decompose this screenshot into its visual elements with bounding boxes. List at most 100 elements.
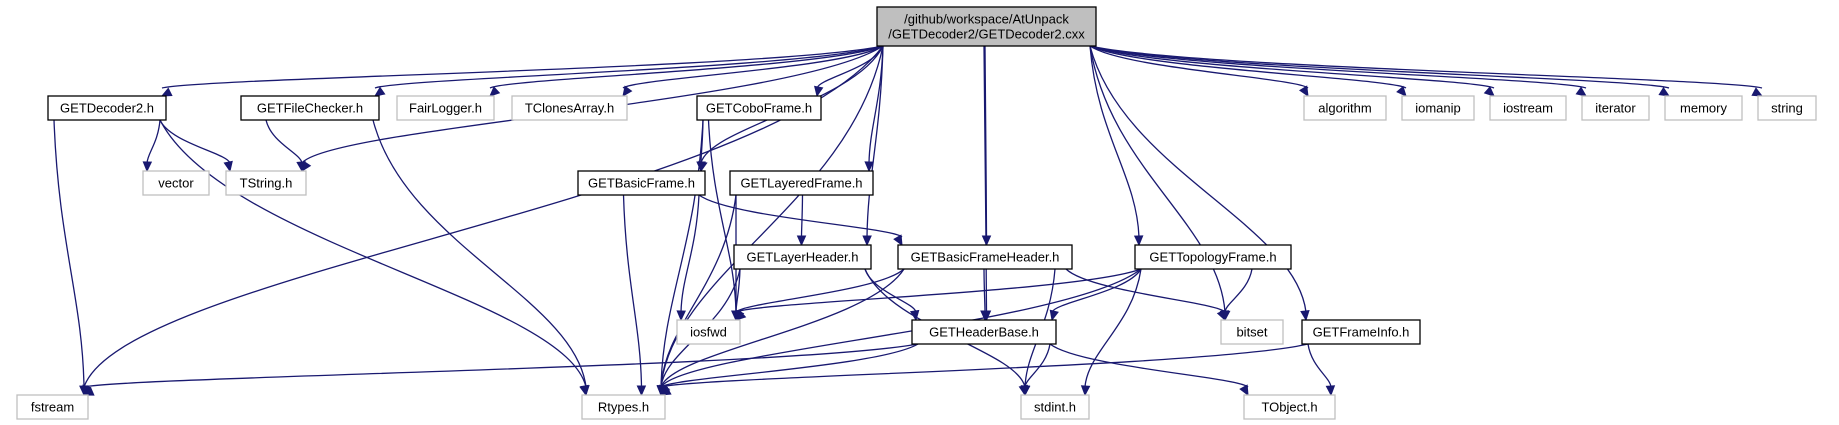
edge-root-to-FairLogger [489,45,884,97]
node-iostream: iostream [1489,95,1567,121]
arrowhead-icon [373,86,386,97]
arrowhead-icon [1751,87,1764,97]
edge-GETLayeredFrame-to-GETLayerHeader [796,194,807,247]
arrowhead-icon [735,310,747,321]
arrowhead-icon [79,385,89,397]
arrowhead-icon [82,386,95,396]
arrowhead-icon [1020,385,1031,397]
node-label: GETCoboFrame.h [706,101,812,116]
node-label: GETTopologyFrame.h [1149,250,1276,265]
edge-GETHeaderBase-to-stdint [1020,343,1051,397]
node-root[interactable]: /github/workspace/AtUnpack/GETDecoder2/G… [876,6,1097,47]
node-box [1134,244,1292,270]
node-box [1401,95,1475,121]
node-box [1581,95,1650,121]
node-box [897,244,1073,270]
arrowhead-icon [1575,86,1587,97]
node-label: string [1771,101,1803,116]
node-GETDecoder2[interactable]: GETDecoder2.h [47,95,167,121]
node-GETLayerHeader[interactable]: GETLayerHeader.h [733,244,872,270]
node-label: iterator [1595,101,1636,116]
edge-root-to-iterator [1089,45,1587,97]
node-box [729,170,874,196]
node-GETTopologyFrame[interactable]: GETTopologyFrame.h [1134,244,1292,270]
edge-root-to-GETFrameInfo [1089,45,1310,322]
node-vector: vector [142,170,210,196]
node-GETBasicFrameHeader[interactable]: GETBasicFrameHeader.h [897,244,1073,270]
node-box [733,244,872,270]
edge-GETDecoder2-to-vector [142,119,161,173]
node-label: stdint.h [1034,400,1076,415]
node-GETBasicFrame[interactable]: GETBasicFrame.h [577,170,706,196]
node-GETLayeredFrame[interactable]: GETLayeredFrame.h [729,170,874,196]
node-box [696,95,822,121]
arrowhead-icon [1396,85,1407,97]
node-string: string [1757,95,1817,121]
node-TObject: TObject.h [1243,394,1336,420]
edge-root-to-bitset [1089,45,1230,322]
node-box [240,95,380,121]
node-label: iostream [1503,101,1553,116]
edge-GETDecoder2-to-fstream [53,119,89,397]
edge-GETFrameInfo-to-Rtypes [659,343,1309,396]
node-Rtypes: Rtypes.h [581,394,666,420]
node-GETCoboFrame[interactable]: GETCoboFrame.h [696,95,822,121]
node-label: algorithm [1318,101,1371,116]
node-algorithm: algorithm [1303,95,1387,121]
edges-layer [53,45,1764,397]
node-GETFrameInfo[interactable]: GETFrameInfo.h [1301,319,1421,345]
edge-GETFileChecker-to-TString [265,119,306,173]
node-box [876,6,1097,47]
node-label: vector [158,176,194,191]
node-box [1757,95,1817,121]
node-label: TClonesArray.h [525,101,614,116]
node-TClonesArray: TClonesArray.h [511,95,628,121]
node-iosfwd: iosfwd [676,319,741,345]
node-label: TString.h [240,176,293,191]
node-box [225,170,307,196]
node-box [511,95,628,121]
node-box [581,394,666,420]
arrowhead-icon [160,87,173,97]
node-stdint: stdint.h [1020,394,1090,420]
arrowhead-icon [296,161,306,173]
edge-GETTopologyFrame-to-bitset [1220,268,1253,322]
arrowhead-icon [622,85,633,97]
edge-GETDecoder2-to-Rtypes [159,119,589,397]
node-GETFileChecker[interactable]: GETFileChecker.h [240,95,380,121]
edge-GETTopologyFrame-to-stdint [1080,268,1142,397]
arrowhead-icon [1220,310,1231,322]
node-TString: TString.h [225,170,307,196]
edge-GETHeaderBase-to-TObject [1049,343,1249,397]
arrowhead-icon [814,85,824,98]
node-label: GETBasicFrame.h [588,176,695,191]
edge-GETBasicFrameHeader-to-iosfwd [735,268,905,322]
edge-GETBasicFrame-to-GETBasicFrameHeader [698,194,903,247]
node-memory: memory [1664,95,1743,121]
arrowhead-icon [1298,85,1309,98]
edge-GETBasicFrameHeader-to-GETHeaderBase [980,268,990,322]
edge-root-to-string [1089,45,1764,97]
node-box [47,95,167,121]
arrowhead-icon [980,310,990,322]
arrowhead-icon [1325,385,1336,397]
arrowhead-icon [1080,385,1091,397]
node-FairLogger: FairLogger.h [396,95,495,121]
arrowhead-icon [1300,310,1310,322]
node-iomanip: iomanip [1401,95,1475,121]
edge-GETBasicFrame-to-iosfwd [676,194,700,322]
arrowhead-icon [1658,86,1671,97]
node-label: iomanip [1415,101,1461,116]
node-label: TObject.h [1261,400,1317,415]
edge-GETHeaderBase-to-fstream [82,343,919,396]
edge-root-to-GETTopologyFrame [1089,45,1144,247]
node-box [1220,319,1284,345]
edge-root-to-GETDecoder2 [160,45,884,97]
node-bitset: bitset [1220,319,1284,345]
edge-root-to-algorithm [1089,45,1309,98]
node-label: GETLayerHeader.h [746,250,858,265]
node-GETHeaderBase[interactable]: GETHeaderBase.h [911,319,1057,345]
node-label: GETBasicFrameHeader.h [911,250,1060,265]
arrowhead-icon [893,234,903,247]
edge-root-to-iomanip [1089,45,1407,97]
